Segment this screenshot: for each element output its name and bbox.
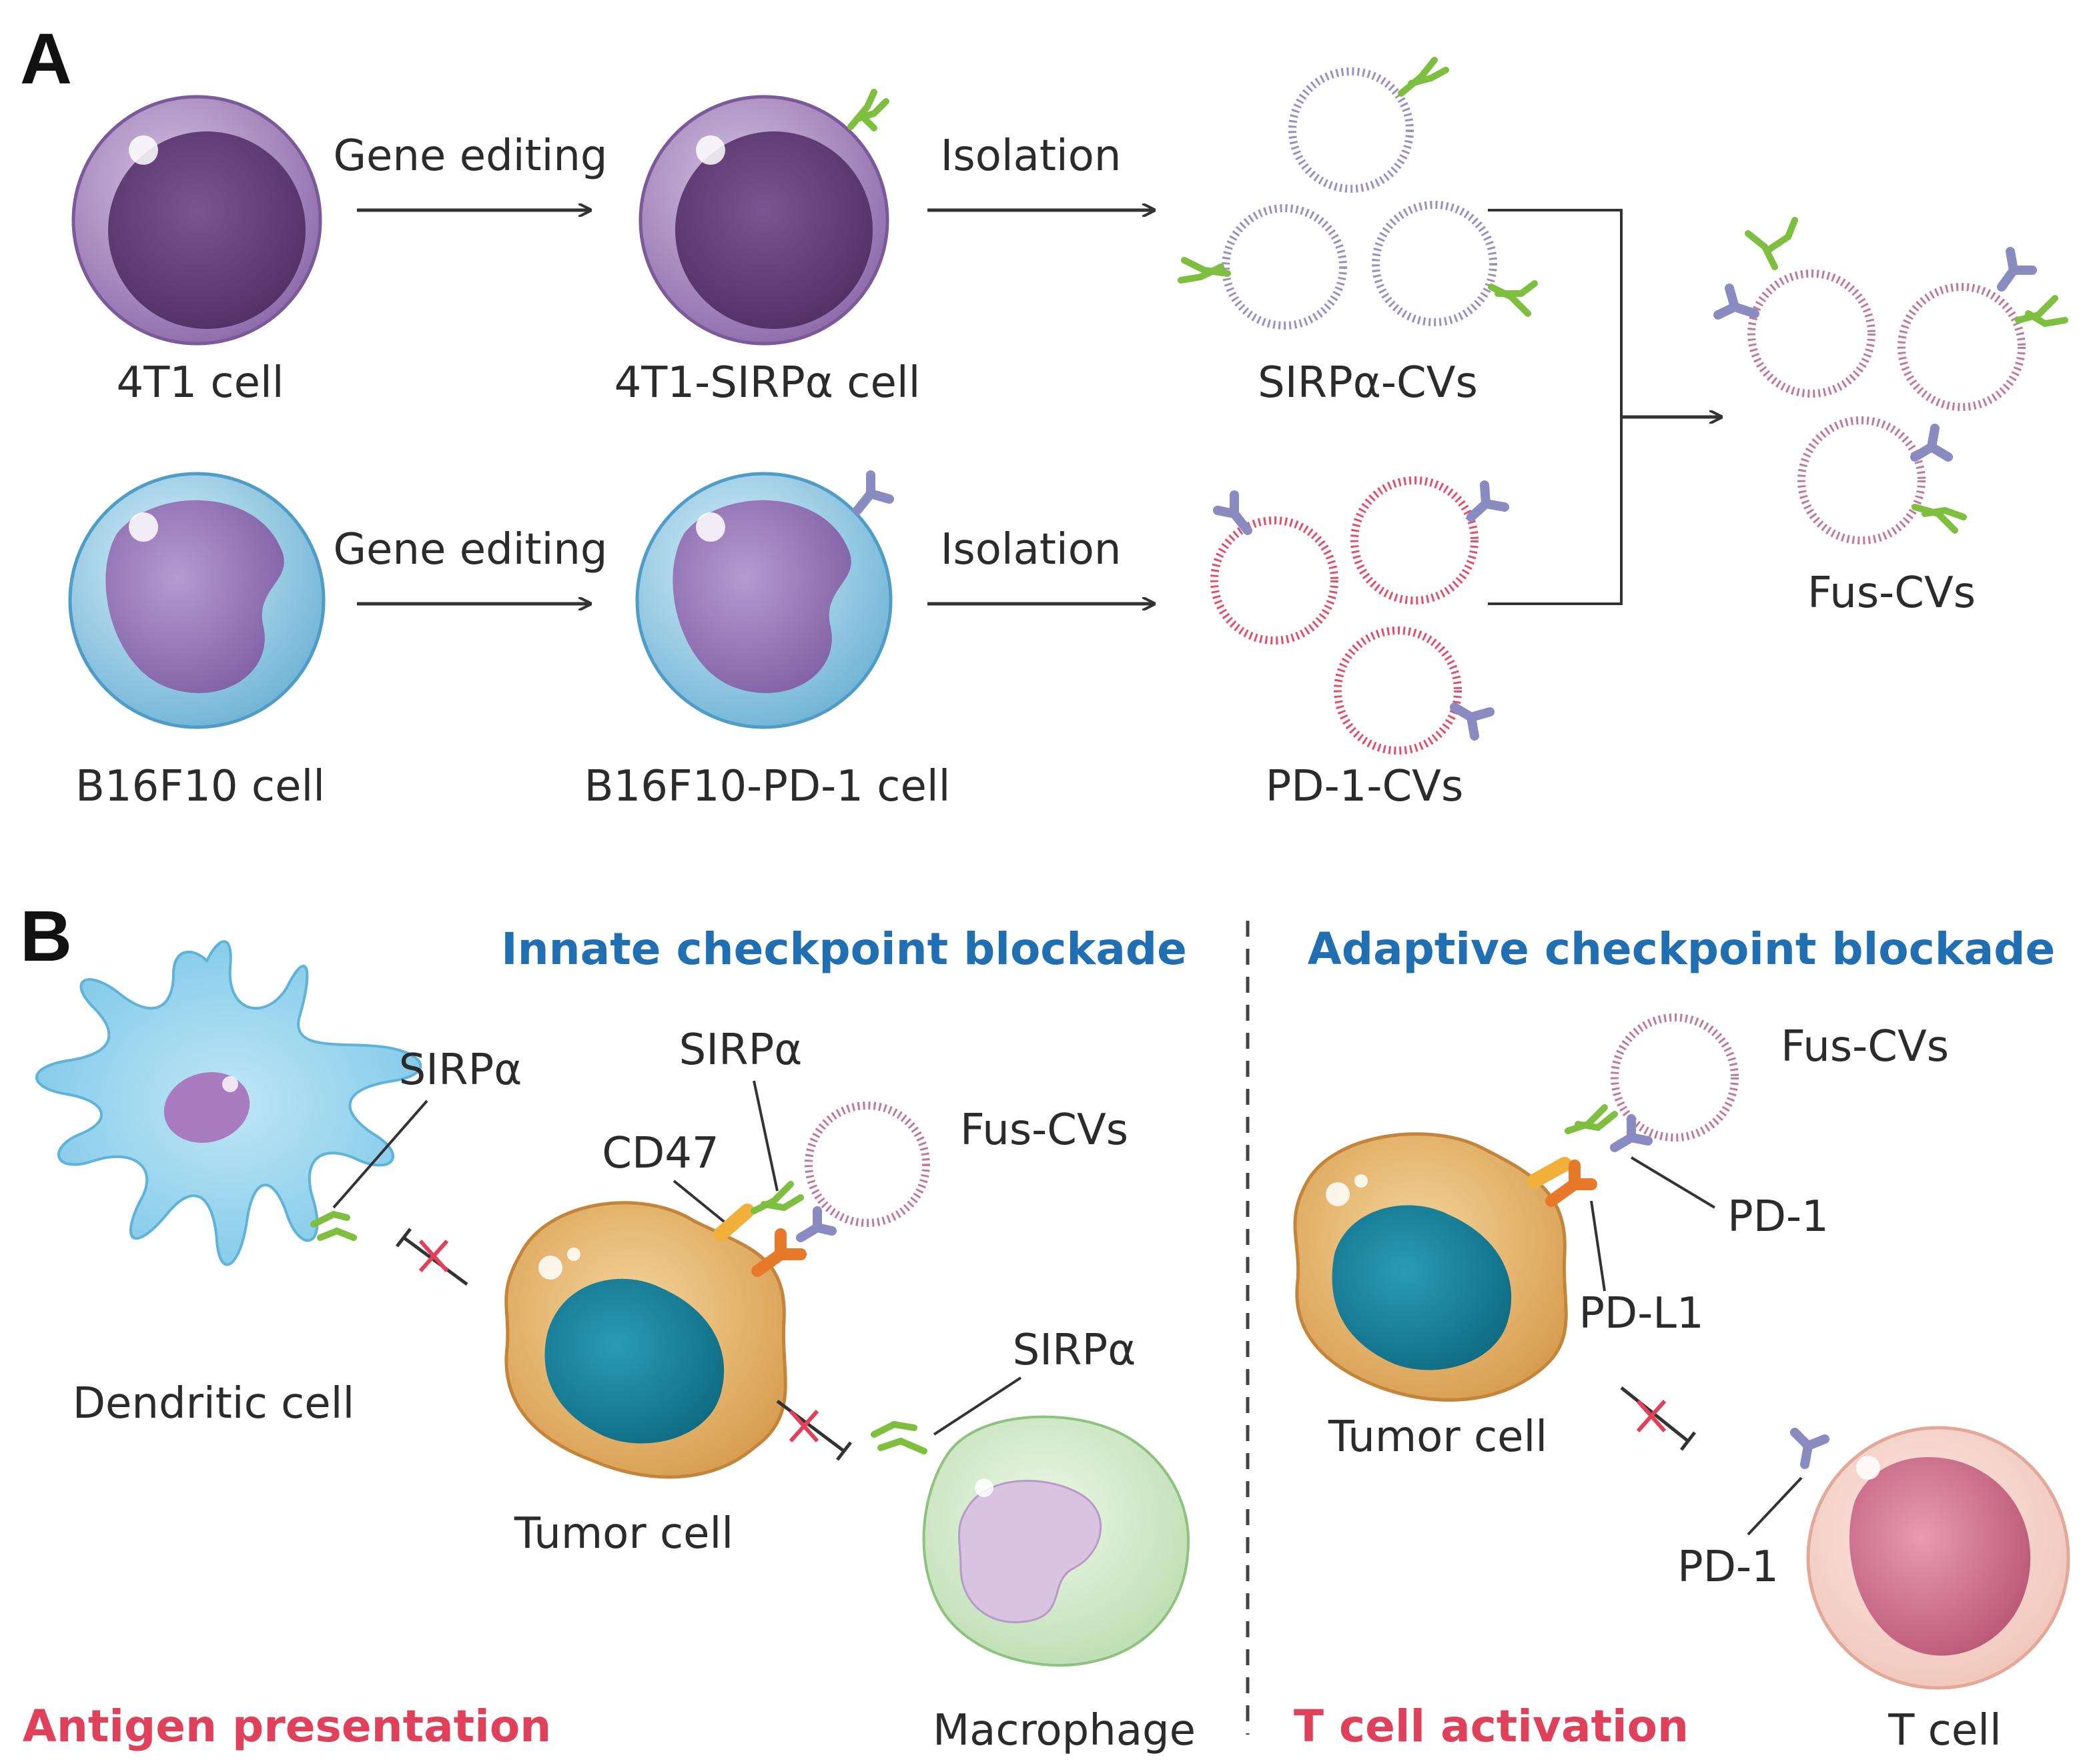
cell-4t1-sirpa — [639, 89, 889, 346]
label-tcell: T cell — [1888, 1706, 2002, 1755]
label-fus-cvs-innate: Fus-CVs — [960, 1106, 1128, 1155]
leader-sirpa-macrophage — [933, 1376, 1022, 1436]
label-sirpa-dc: SIRPα — [399, 1045, 522, 1095]
macrophage — [922, 1415, 1190, 1667]
pd1-cv-innate-icon — [796, 1206, 837, 1242]
label-b16f10-cell: B16F10 cell — [75, 762, 325, 811]
label-tumor-cell-innate: Tumor cell — [514, 1509, 733, 1559]
label-gene-editing-1: Gene editing — [333, 131, 607, 181]
leader-sirpa-dc — [332, 1099, 428, 1209]
pdl1-adaptive-icon — [1545, 1160, 1597, 1207]
leader-cd47 — [673, 1180, 729, 1226]
sirpa-macrophage-icon — [871, 1420, 927, 1454]
adaptive-title: Adaptive checkpoint blockade — [1308, 923, 2055, 975]
blocked-symbol-dc — [396, 1228, 468, 1286]
pdl1-innate-icon — [751, 1228, 807, 1277]
label-cd47: CD47 — [602, 1129, 719, 1178]
label-4t1-cell: 4T1 cell — [117, 358, 284, 408]
sirpa-cv-adaptive-icon — [1565, 1104, 1618, 1134]
label-gene-editing-2: Gene editing — [333, 525, 607, 574]
label-dendritic-cell: Dendritic cell — [73, 1379, 354, 1428]
sirpa-cvs — [1178, 57, 1538, 330]
pd1-tcell-icon — [1790, 1428, 1829, 1469]
leader-pdl1 — [1590, 1200, 1606, 1292]
t-cell — [1806, 1426, 2070, 1690]
panel-label-b: B — [20, 895, 72, 976]
leader-pd1-cv — [1630, 1156, 1716, 1209]
dendritic-cell — [35, 940, 422, 1266]
label-b16f10-pd1-cell: B16F10-PD-1 cell — [584, 762, 951, 811]
label-fus-cvs-adaptive: Fus-CVs — [1781, 1022, 1949, 1071]
fus-cvs — [1713, 217, 2068, 544]
cell-b16f10 — [68, 472, 326, 729]
fus-cv-innate — [805, 1101, 930, 1227]
label-pd1-cvs: PD-1-CVs — [1266, 762, 1464, 811]
merge-bracket — [1488, 209, 1708, 605]
tumor-cell-innate — [504, 1201, 787, 1479]
cell-4t1 — [71, 95, 322, 346]
label-pdl1: PD-L1 — [1579, 1289, 1703, 1338]
label-sirpa-macrophage: SIRPα — [1013, 1326, 1136, 1375]
outcome-innate: Antigen presentation — [23, 1701, 551, 1752]
label-isolation-2: Isolation — [941, 525, 1122, 574]
label-pd1-cv: PD-1 — [1727, 1192, 1829, 1242]
outcome-adaptive: T cell activation — [1294, 1701, 1689, 1752]
cd47-icon — [713, 1204, 755, 1242]
blocked-symbol-tcell — [1620, 1386, 1696, 1451]
label-sirpa-cv: SIRPα — [679, 1025, 803, 1075]
pd1-cv-adaptive-icon — [1610, 1114, 1653, 1152]
label-4t1-sirpa-cell: 4T1-SIRPα cell — [614, 358, 921, 408]
blocked-symbol-macrophage — [776, 1400, 852, 1461]
leader-sirpa-cv — [753, 1080, 779, 1192]
panel-label-a: A — [20, 18, 72, 99]
label-fus-cvs: Fus-CVs — [1807, 568, 1976, 618]
sirpa-dc-icon — [310, 1210, 357, 1241]
fus-cv-adaptive — [1611, 1013, 1739, 1142]
label-isolation-1: Isolation — [941, 131, 1122, 181]
label-pd1-tcell: PD-1 — [1677, 1542, 1779, 1592]
pd1-ligand-icon — [853, 470, 894, 515]
label-tumor-cell-adaptive: Tumor cell — [1328, 1412, 1547, 1462]
tumor-cell-adaptive — [1293, 1132, 1568, 1402]
label-macrophage: Macrophage — [933, 1706, 1196, 1755]
cd47-adaptive-icon — [1527, 1157, 1572, 1188]
leader-pd1-tcell — [1747, 1476, 1803, 1536]
cell-b16f10-pd1 — [635, 470, 894, 729]
sirpa-ligand-icon — [847, 89, 889, 131]
pd1-cvs — [1210, 476, 1509, 755]
sirpa-cv-icon — [751, 1181, 804, 1214]
label-sirpa-cvs: SIRPα-CVs — [1258, 358, 1478, 408]
innate-title: Innate checkpoint blockade — [501, 923, 1187, 975]
